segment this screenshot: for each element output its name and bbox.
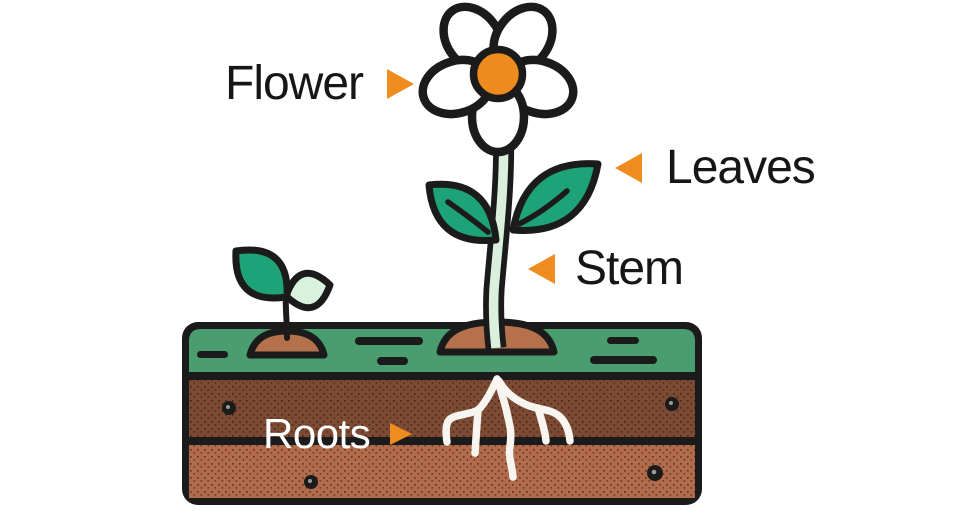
flower-label-text: Flower bbox=[225, 57, 364, 110]
stem-label-text: Stem bbox=[575, 242, 684, 295]
leaves-label-text: Leaves bbox=[666, 141, 816, 194]
stone-highlight bbox=[669, 401, 673, 405]
stone-highlight bbox=[226, 405, 230, 409]
flower-center bbox=[469, 45, 527, 103]
leaves-label: Leaves bbox=[615, 141, 816, 194]
grass-dash bbox=[377, 357, 408, 365]
stem-illustration bbox=[483, 119, 515, 350]
roots-label-text: Roots bbox=[263, 410, 371, 457]
root-path bbox=[493, 375, 517, 481]
root-path bbox=[442, 375, 501, 446]
leaves-arrow-left-icon bbox=[615, 153, 642, 183]
stone-highlight bbox=[308, 479, 312, 483]
soil-stones bbox=[222, 397, 679, 489]
grass-soil-line bbox=[186, 372, 698, 380]
leaves-illustration bbox=[425, 160, 602, 245]
root-path bbox=[471, 406, 482, 457]
root-path bbox=[495, 377, 574, 445]
soil-divider-line bbox=[186, 437, 698, 445]
topsoil-texture bbox=[189, 380, 695, 437]
seedling-leaf-light bbox=[282, 269, 334, 312]
stem-arrow-left-icon bbox=[528, 254, 555, 284]
stem-label: Stem bbox=[528, 242, 684, 295]
grass-dash bbox=[607, 337, 639, 344]
leaf-left-vein bbox=[445, 199, 491, 235]
flower-illustration bbox=[418, 2, 578, 157]
grass-dash bbox=[355, 337, 423, 345]
roots-label: Roots bbox=[263, 410, 413, 457]
grass-dash bbox=[590, 356, 657, 364]
subsoil-texture bbox=[189, 445, 695, 498]
root-path bbox=[534, 404, 550, 445]
seedling-leaf-dark bbox=[232, 246, 291, 302]
flower-label: Flower bbox=[225, 57, 415, 110]
ground-block bbox=[182, 322, 702, 505]
roots-illustration bbox=[442, 375, 574, 481]
seedling-illustration bbox=[232, 246, 334, 341]
grass-dash bbox=[197, 351, 228, 358]
roots-arrow-right-icon bbox=[390, 423, 413, 445]
stone-highlight bbox=[651, 469, 657, 475]
grass-dashes bbox=[197, 337, 657, 365]
stem-fill bbox=[488, 119, 509, 349]
flower-arrow-right-icon bbox=[387, 69, 415, 99]
leaf-right-vein bbox=[516, 188, 570, 227]
